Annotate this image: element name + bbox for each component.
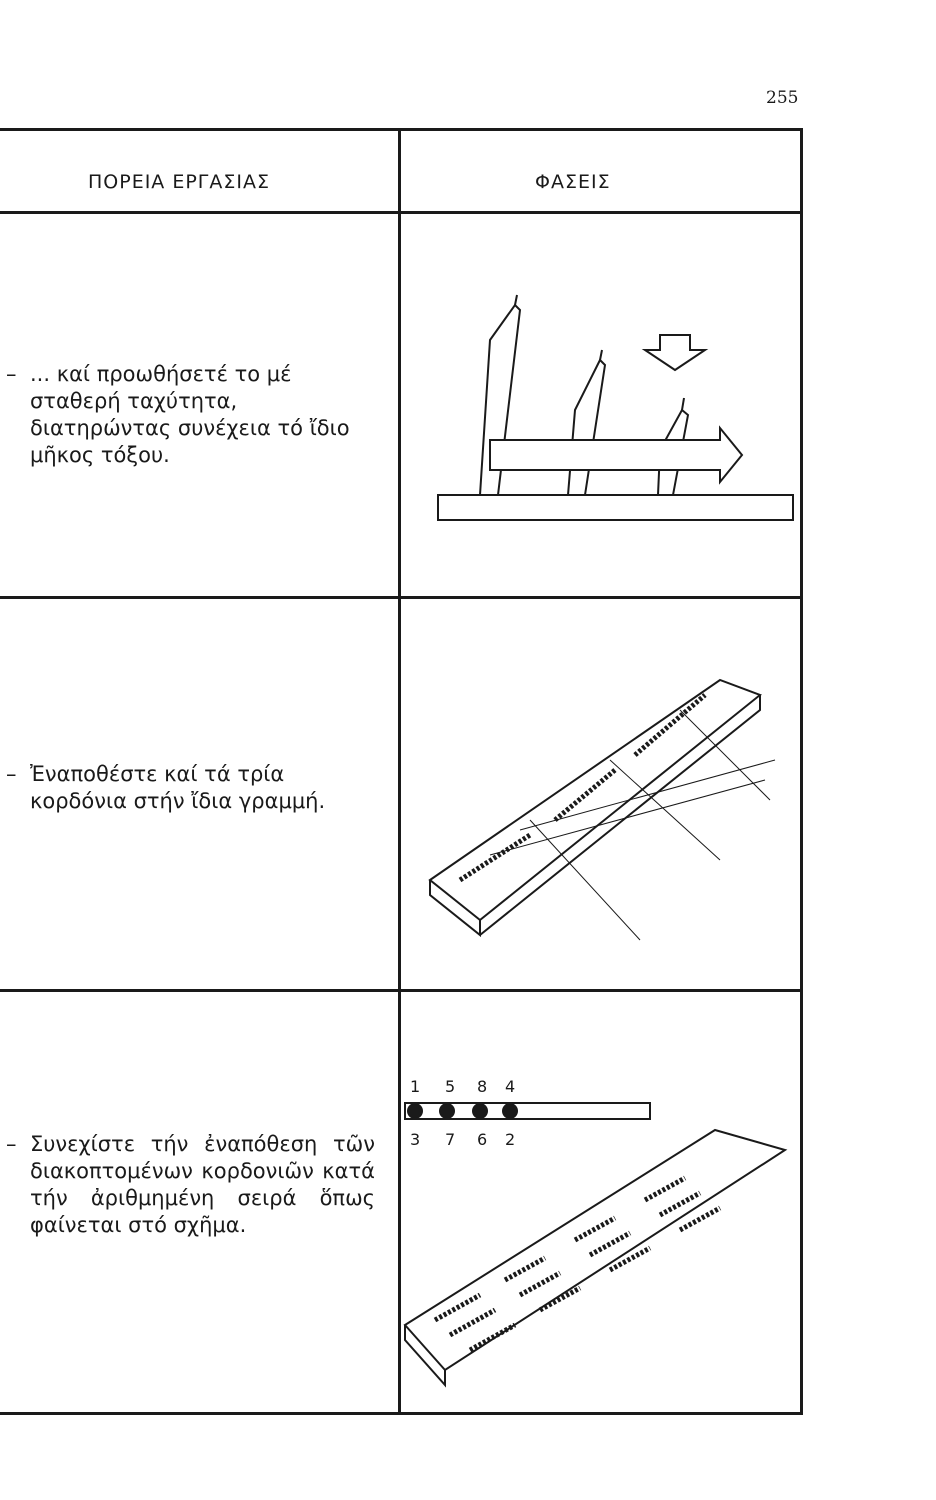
column-divider <box>398 131 401 1412</box>
sequence-number: 1 <box>410 1077 420 1096</box>
numbered-beads-illustration: 1 5 8 4 3 7 6 2 <box>403 1077 788 1388</box>
bullet-dash: – <box>6 762 17 786</box>
step-text-2: –Ἐναποθέστε καί τά τρία κορδόνια στήν ἴδ… <box>6 761 375 815</box>
row-divider <box>0 989 800 992</box>
step-text-1: –... καί προωθήσετέ το μέ σταθερή ταχύτη… <box>6 361 375 469</box>
header-procedure: ΠΟΡΕΙΑ ΕΡΓΑΣΙΑΣ <box>88 171 271 193</box>
step-description: ... καί προωθήσετέ το μέ σταθερή ταχύτητ… <box>30 362 350 467</box>
bullet-dash: – <box>6 1132 17 1156</box>
sequence-number: 5 <box>445 1077 455 1096</box>
sequence-number: 4 <box>505 1077 515 1096</box>
three-beads-illustration <box>428 678 776 941</box>
page-number: 255 <box>766 88 799 108</box>
header-divider <box>0 211 800 214</box>
bullet-dash: – <box>6 362 17 386</box>
header-phases: ΦΑΣΕΙΣ <box>535 171 611 193</box>
procedure-table: ΠΟΡΕΙΑ ΕΡΓΑΣΙΑΣ ΦΑΣΕΙΣ –... καί προωθήσε… <box>0 128 803 1415</box>
row-divider <box>0 596 800 599</box>
step-description: Συνεχίστε τήν ἐναπόθεση τῶν διακοπτομένω… <box>30 1132 375 1237</box>
sequence-number: 8 <box>477 1077 487 1096</box>
step-description: Ἐναποθέστε καί τά τρία κορδόνια στήν ἴδι… <box>30 762 326 813</box>
step-text-3: –Συνεχίστε τήν ἐναπόθεση τῶν διακοπτομέν… <box>6 1131 375 1239</box>
sequence-number: 3 <box>410 1130 420 1149</box>
sequence-number: 2 <box>505 1130 515 1149</box>
sequence-number: 6 <box>477 1130 487 1149</box>
electrode-advance-illustration <box>437 294 794 521</box>
sequence-number: 7 <box>445 1130 455 1149</box>
